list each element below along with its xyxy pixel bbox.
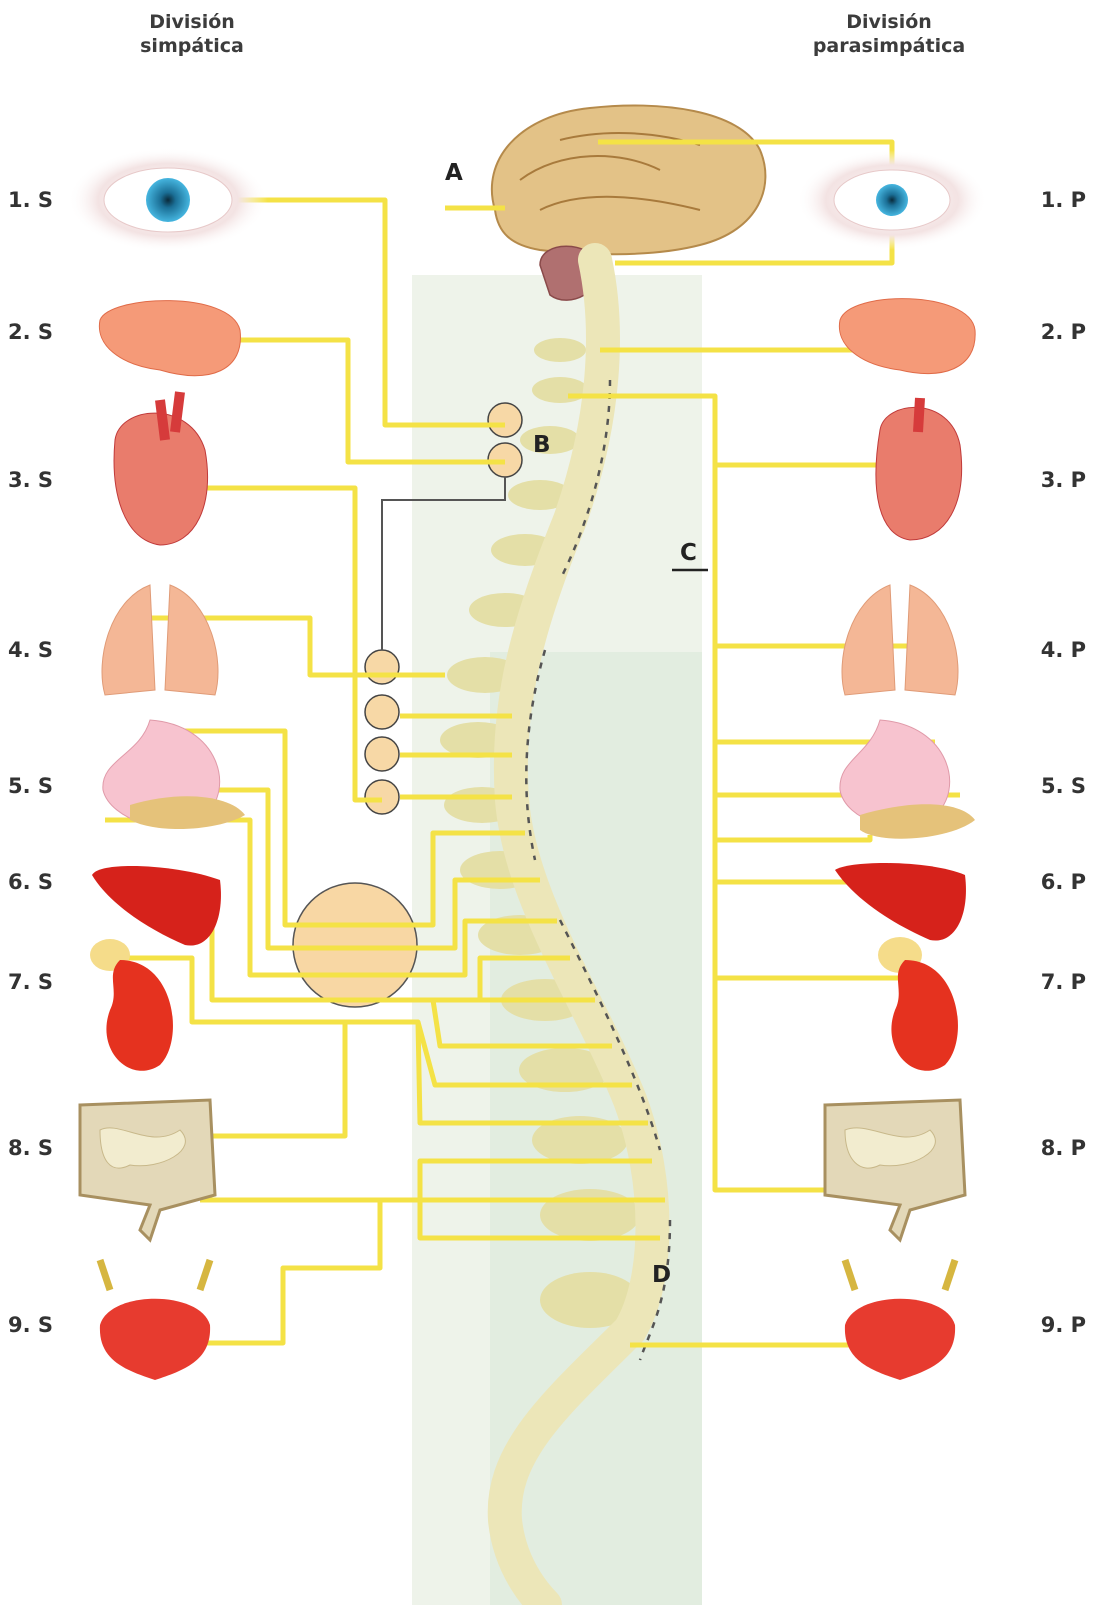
right-salivary-gland-icon	[839, 299, 975, 374]
right-kidney-icon	[891, 960, 958, 1071]
left-lungs-icon	[102, 585, 218, 695]
prevertebral-ganglion	[293, 883, 417, 1007]
left-kidney-icon	[106, 960, 173, 1071]
left-bladder-icon	[100, 1299, 210, 1380]
right-lungs-icon	[842, 585, 958, 695]
right-intestine-icon	[825, 1100, 965, 1240]
brain	[492, 105, 766, 300]
left-salivary-gland-icon	[99, 301, 240, 376]
left-liver-icon	[92, 866, 221, 946]
label-c: C	[680, 540, 697, 566]
right-liver-icon	[835, 863, 966, 941]
organs-right	[797, 150, 987, 1380]
organs-left	[68, 148, 268, 1380]
label-b: B	[533, 432, 551, 458]
label-d: D	[652, 1262, 671, 1288]
left-pancreas-icon	[130, 796, 245, 829]
label-a: A	[445, 160, 463, 186]
right-bladder-icon	[845, 1299, 955, 1380]
left-intestine-icon	[80, 1100, 215, 1240]
